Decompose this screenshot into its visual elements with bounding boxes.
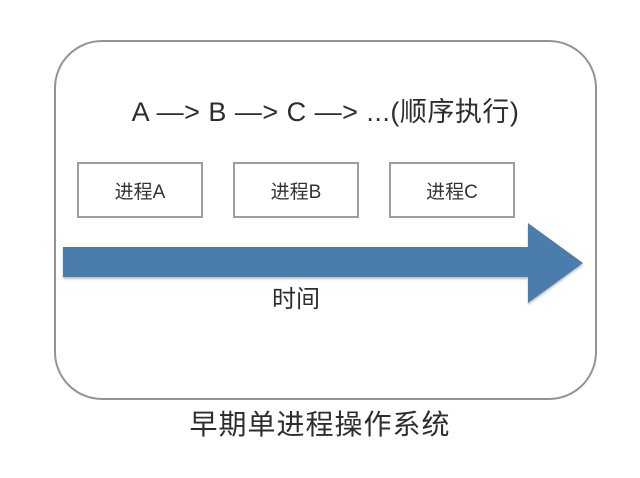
process-box-c: 进程C	[389, 162, 515, 218]
timeline-arrow-icon	[63, 223, 583, 303]
rounded-frame: A —> B —> C —> ...(顺序执行) 进程A 进程B 进程C 时间	[54, 40, 597, 400]
diagram-caption: 早期单进程操作系统	[189, 409, 451, 440]
process-box-b-label: 进程B	[270, 181, 322, 203]
timeline-arrow-shape	[63, 223, 583, 303]
process-box-a: 进程A	[77, 162, 203, 218]
time-axis-label: 时间	[272, 286, 320, 313]
process-box-b: 进程B	[233, 162, 359, 218]
sequence-title: A —> B —> C —> ...(顺序执行)	[131, 97, 520, 127]
process-box-a-label: 进程A	[114, 181, 166, 203]
process-box-row: 进程A 进程B 进程C	[77, 162, 515, 218]
process-box-c-label: 进程C	[426, 181, 478, 203]
